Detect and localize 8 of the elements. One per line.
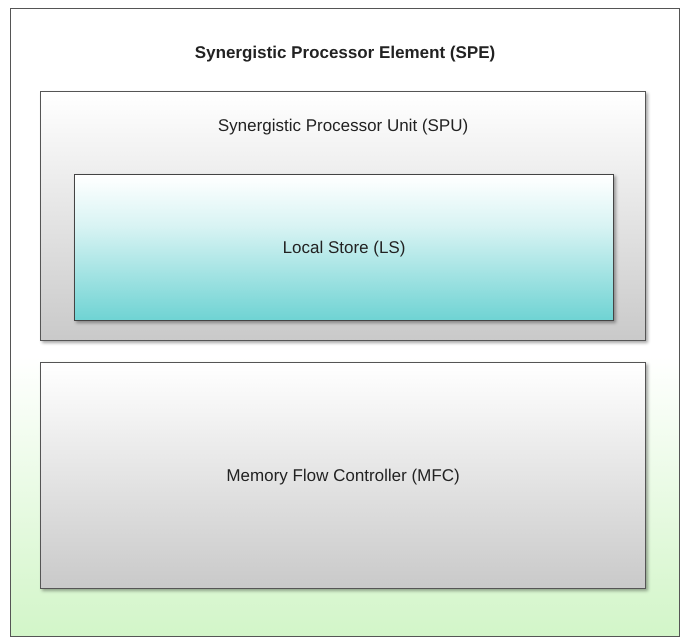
box-label: Local Store (LS)	[282, 238, 406, 258]
box-label: Synergistic Processor Unit (SPU)	[218, 116, 468, 136]
box-label: Memory Flow Controller (MFC)	[226, 466, 460, 486]
controller-box	[40, 362, 646, 589]
store-box	[74, 174, 614, 321]
unit-box	[40, 91, 646, 341]
outer-box	[10, 8, 680, 637]
heading: Synergistic Processor Element (SPE)	[194, 43, 496, 63]
